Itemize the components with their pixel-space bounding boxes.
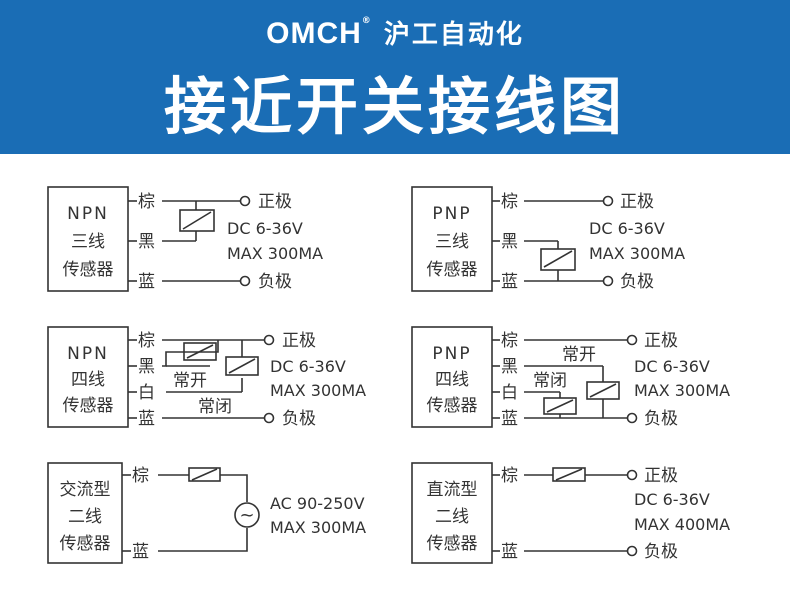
brand-logo: OMCH [266,17,362,50]
sensor-type-label: PNP [432,344,471,364]
positive-pole-label: 正极 [620,192,654,212]
wire-white-label: 白 [501,383,518,403]
spec-voltage: DC 6-36V [634,357,710,376]
terminal [626,412,638,424]
sensor-box [411,326,493,428]
sensor-label: 传感器 [427,396,478,416]
sensor-label: 传感器 [60,534,111,554]
spec-current: MAX 300MA [634,381,730,400]
wire-black-label: 黑 [501,232,518,252]
spec-current: MAX 300MA [270,381,366,400]
sensor-wire-count: 二线 [435,507,469,527]
npn-3wire-diagram [47,186,251,292]
terminal [626,545,638,557]
load-relay-no [586,381,620,400]
dc-2wire-diagram [411,462,638,564]
terminal [626,469,638,481]
positive-pole-label: 正极 [644,466,678,486]
sensor-box [47,462,123,564]
load-relay-nc [543,397,577,415]
wire-black-label: 黑 [501,357,518,377]
sensor-wire-count: 四线 [435,370,469,390]
header-banner [0,0,790,154]
company-name: 沪工自动化 [383,20,524,50]
wire-blue-label: 蓝 [138,409,155,429]
brand-line: OMCH® 沪工自动化 [0,14,790,51]
terminal [602,275,614,287]
npn-4wire-diagram [47,326,275,428]
sensor-type-label: NPN [67,344,109,364]
sensor-wire-count: 二线 [68,507,102,527]
load-relay [540,248,576,271]
sensor-wire-count: 三线 [71,232,105,252]
sensor-box [411,186,493,292]
sensor-type-label: NPN [67,204,109,224]
sensor-label: 传感器 [63,396,114,416]
spec-current: MAX 400MA [634,515,730,534]
negative-pole-label: 负极 [644,409,678,429]
terminal [263,334,275,346]
sensor-type-label: 交流型 [60,480,111,500]
sensor-type-label: 直流型 [427,480,478,500]
spec-current: MAX 300MA [589,244,685,263]
normally-open-label: 常开 [173,371,207,391]
wire-black-label: 黑 [138,357,155,377]
page-title: 接近开关接线图 [163,70,626,143]
spec-voltage: DC 6-36V [589,219,665,238]
load-relay-no [183,342,217,361]
wire-white-label: 白 [138,383,155,403]
sensor-wire-count: 三线 [435,232,469,252]
ac-symbol: ~ [239,505,254,526]
wire-brown-label: 棕 [501,466,518,486]
ac-2wire-diagram [47,462,260,564]
wire-black-label: 黑 [138,232,155,252]
pnp-3wire-diagram [411,186,614,292]
wire-blue-label: 蓝 [501,272,518,292]
ac-source-icon [234,502,260,528]
load-relay-nc [225,356,259,376]
pnp-4wire-diagram [411,326,638,428]
negative-pole-label: 负极 [258,272,292,292]
spec-voltage: DC 6-36V [634,490,710,509]
negative-pole-label: 负极 [644,542,678,562]
wire-blue-label: 蓝 [132,542,149,562]
terminal [626,334,638,346]
positive-pole-label: 正极 [644,331,678,351]
positive-pole-label: 正极 [258,192,292,212]
sensor-label: 传感器 [63,260,114,280]
wire-brown-label: 棕 [138,192,155,212]
wire-brown-label: 棕 [501,331,518,351]
normally-closed-label: 常闭 [533,371,567,391]
sensor-box [47,186,129,292]
negative-pole-label: 负极 [282,409,316,429]
wire-blue-label: 蓝 [138,272,155,292]
wire-blue-label: 蓝 [501,542,518,562]
spec-current: MAX 300MA [270,518,366,537]
wire-blue-label: 蓝 [501,409,518,429]
terminal [602,195,614,207]
spec-voltage: AC 90-250V [270,494,365,513]
wire-brown-label: 棕 [138,331,155,351]
normally-closed-label: 常闭 [198,397,232,417]
sensor-label: 传感器 [427,260,478,280]
spec-voltage: DC 6-36V [270,357,346,376]
sensor-box [47,326,129,428]
wire-brown-label: 棕 [132,466,149,486]
terminal [239,275,251,287]
sensor-label: 传感器 [427,534,478,554]
positive-pole-label: 正极 [282,331,316,351]
terminal [239,195,251,207]
sensor-type-label: PNP [432,204,471,224]
spec-voltage: DC 6-36V [227,219,303,238]
normally-open-label: 常开 [562,345,596,365]
terminal [263,412,275,424]
negative-pole-label: 负极 [620,272,654,292]
sensor-wire-count: 四线 [71,370,105,390]
wire-brown-label: 棕 [501,192,518,212]
registered-mark: ® [361,16,373,26]
spec-current: MAX 300MA [227,244,323,263]
sensor-box [411,462,493,564]
load-relay [179,209,215,232]
